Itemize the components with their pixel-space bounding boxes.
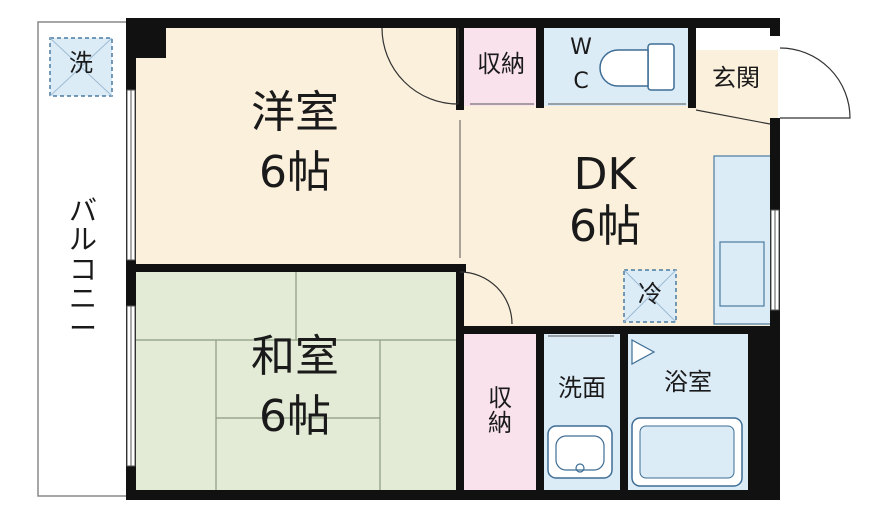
entrance-door (779, 47, 851, 119)
tatami-lines (134, 270, 460, 492)
wc-label-c: C (573, 69, 589, 94)
bathroom-label: 浴室 (664, 368, 712, 396)
storage-mid-floor (460, 334, 540, 492)
balcony-label: バ ル コ ニ ー (68, 194, 97, 345)
storage-mid-label: 収 納 (488, 384, 512, 438)
japanese-room-name: 和室 (251, 331, 339, 382)
washer-marker: 洗 (69, 49, 93, 77)
dk-size: 6帖 (569, 201, 641, 252)
kitchen-counter (713, 155, 773, 325)
wc-label-w: W (570, 35, 592, 60)
japanese-room-floor (134, 270, 460, 492)
kitchen-sink (719, 241, 765, 307)
western-room-name: 洋室 (251, 87, 339, 138)
sliding-doors (459, 103, 686, 337)
balcony-area (37, 21, 129, 497)
dk-name: DK (573, 149, 637, 200)
western-room-size: 6帖 (259, 147, 331, 198)
door-swings (381, 27, 851, 325)
washbasin (547, 425, 613, 479)
bath-water-heater (631, 338, 656, 366)
walls (126, 18, 780, 500)
western-room-floor (134, 26, 460, 270)
japanese-room-size: 6帖 (259, 391, 331, 442)
storage-top-floor (460, 26, 540, 106)
washroom-label: 洗面 (558, 374, 606, 402)
storage-top-label: 収納 (477, 50, 525, 78)
fridge-marker: 冷 (638, 280, 662, 308)
toilet-bowl (599, 49, 649, 87)
toilet-tank (647, 43, 675, 91)
entrance-label: 玄関 (712, 64, 760, 92)
